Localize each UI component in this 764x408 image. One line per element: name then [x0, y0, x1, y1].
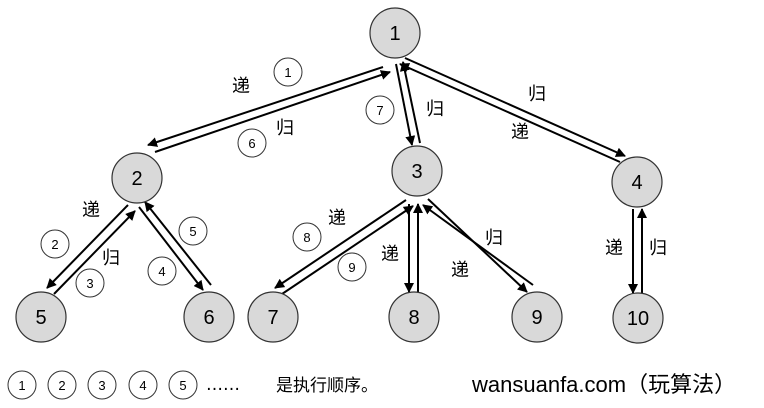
svg-text:8: 8	[408, 307, 419, 329]
tree-node-4: 4	[611, 156, 663, 208]
svg-text:1: 1	[18, 378, 25, 393]
step-marker-7: 7	[365, 95, 395, 125]
edge-1-3-down	[395, 63, 416, 146]
step-marker-2: 2	[40, 229, 70, 259]
step-marker-3: 3	[75, 268, 105, 298]
edge-label-3-7-di: 递	[328, 208, 346, 229]
edge-label-3-9-di: 递	[451, 260, 469, 281]
svg-text:9: 9	[531, 307, 542, 329]
svg-text:7: 7	[267, 307, 278, 329]
svg-text:6: 6	[203, 307, 214, 329]
svg-text:4: 4	[139, 378, 146, 393]
edge-label-3-8-di: 递	[381, 244, 399, 265]
step-marker-5: 5	[178, 216, 208, 246]
edge-3-7-down	[274, 199, 407, 289]
site-watermark: wansuanfa.com（玩算法）	[471, 372, 736, 397]
edge-2-1-up	[154, 70, 391, 153]
step-marker-1: 1	[273, 57, 303, 87]
edge-2-6-down	[138, 206, 204, 291]
edge-1-4-down	[404, 57, 626, 157]
step-marker-6: 6	[237, 128, 267, 158]
legend-step-2: 2	[47, 370, 77, 400]
edge-label-2-5-gui: 归	[102, 248, 120, 269]
svg-text:1: 1	[284, 65, 291, 80]
svg-text:1: 1	[389, 23, 400, 45]
svg-text:4: 4	[158, 264, 165, 279]
edge-7-3-up	[281, 205, 414, 295]
svg-text:5: 5	[35, 307, 46, 329]
edge-label-4-10-di: 递	[605, 238, 623, 259]
legend-ellipsis: ……	[206, 375, 240, 395]
edge-label-3-9-gui: 归	[485, 228, 503, 249]
tree-node-5: 5	[15, 291, 67, 343]
edge-label-4-10-gui: 归	[649, 238, 667, 259]
tree-node-10: 10	[612, 292, 664, 344]
tree-node-8: 8	[388, 291, 440, 343]
step-marker-4: 4	[147, 256, 177, 286]
edge-3-1-up	[399, 61, 421, 144]
svg-text:4: 4	[631, 172, 642, 194]
legend-step-3: 3	[87, 370, 117, 400]
svg-text:7: 7	[376, 103, 383, 118]
legend-text: 是执行顺序。	[276, 376, 378, 396]
edge-label-1-4-di: 递	[511, 122, 529, 143]
tree-node-9: 9	[511, 291, 563, 343]
edge-label-1-2-gui: 归	[276, 118, 294, 139]
legend-step-4: 4	[128, 370, 158, 400]
svg-text:3: 3	[86, 276, 93, 291]
tree-node-7: 7	[247, 291, 299, 343]
svg-text:3: 3	[98, 378, 105, 393]
edge-9-3-up	[422, 204, 534, 286]
edge-2-5-down	[46, 204, 129, 289]
tree-node-2: 2	[111, 152, 163, 204]
step-marker-8: 8	[292, 222, 322, 252]
svg-text:10: 10	[627, 308, 649, 330]
tree-node-1: 1	[369, 7, 421, 59]
tree-node-6: 6	[183, 291, 235, 343]
svg-text:9: 9	[348, 260, 355, 275]
svg-text:6: 6	[248, 136, 255, 151]
step-marker-9: 9	[337, 252, 367, 282]
edge-4-1-up	[399, 63, 621, 163]
svg-text:3: 3	[411, 161, 422, 183]
edge-label-2-5-di: 递	[82, 200, 100, 221]
edge-label-1-4-gui: 归	[528, 84, 546, 105]
legend: 1 2 3 4 5 …… 是执行顺序。	[7, 370, 378, 400]
edge-5-2-up	[53, 210, 136, 295]
svg-text:5: 5	[179, 378, 186, 393]
legend-step-1: 1	[7, 370, 37, 400]
edge-label-1-2-di: 递	[232, 76, 250, 97]
tree-node-3: 3	[391, 145, 443, 197]
svg-text:2: 2	[131, 168, 142, 190]
svg-text:8: 8	[303, 230, 310, 245]
svg-text:5: 5	[189, 224, 196, 239]
svg-text:2: 2	[58, 378, 65, 393]
edge-label-1-3-gui: 归	[426, 99, 444, 120]
legend-step-5: 5	[168, 370, 198, 400]
edge-6-2-up	[144, 201, 212, 286]
svg-text:2: 2	[51, 237, 58, 252]
edge-1-2-down	[147, 66, 384, 147]
